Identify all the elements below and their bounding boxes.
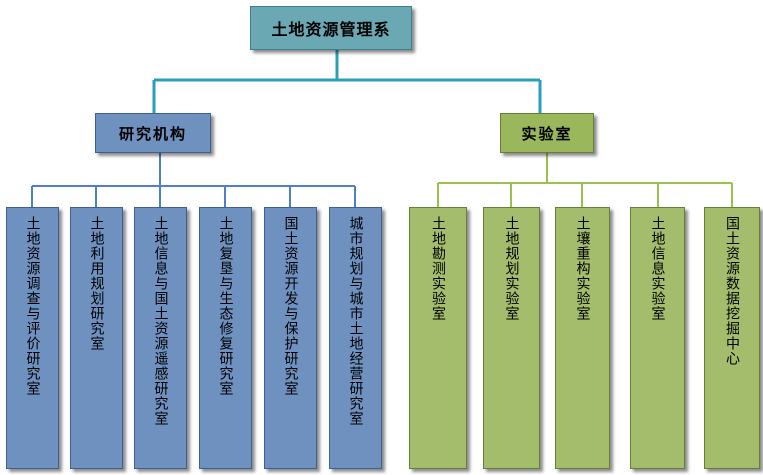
institute-node: 城市规划与城市土地经营研究室 bbox=[329, 207, 382, 469]
institute-label: 城市规划与城市土地经营研究室 bbox=[347, 216, 364, 426]
root-label: 土地资源管理系 bbox=[271, 20, 391, 39]
institute-label: 国土资源开发与保护研究室 bbox=[282, 216, 299, 396]
branch-label: 研究机构 bbox=[118, 124, 187, 143]
lab-node: 土地规划实验室 bbox=[483, 207, 540, 469]
institute-node: 土地资源调查与评价研究室 bbox=[6, 207, 59, 469]
lab-label: 土地规划实验室 bbox=[503, 216, 520, 321]
institute-label: 土地复垦与生态修复研究室 bbox=[217, 216, 234, 396]
root-connectors bbox=[152, 50, 542, 113]
institute-node: 土地信息与国土资源遥感研究室 bbox=[134, 207, 187, 469]
institute-label: 土地信息与国土资源遥感研究室 bbox=[152, 216, 169, 426]
branch-laboratories: 实验室 bbox=[500, 113, 594, 153]
institute-node: 土地复垦与生态修复研究室 bbox=[199, 207, 252, 469]
lab-label: 土地勘测实验室 bbox=[430, 216, 446, 321]
lab-node: 土地信息实验室 bbox=[630, 207, 685, 469]
institute-label: 土地资源调查与评价研究室 bbox=[24, 216, 41, 396]
lab-connectors bbox=[437, 153, 733, 207]
institute-node: 土地利用规划研究室 bbox=[70, 207, 123, 469]
branch-label: 实验室 bbox=[521, 124, 573, 143]
institute-connectors bbox=[31, 153, 356, 207]
lab-label: 土地信息实验室 bbox=[649, 216, 666, 321]
root-node: 土地资源管理系 bbox=[250, 6, 412, 50]
branch-research-institutes: 研究机构 bbox=[95, 113, 211, 153]
lab-node: 土壤重构实验室 bbox=[555, 207, 610, 469]
lab-label: 国土资源数据挖掘中心 bbox=[724, 216, 740, 366]
lab-node: 国土资源数据挖掘中心 bbox=[704, 207, 760, 469]
lab-label: 土壤重构实验室 bbox=[574, 216, 591, 321]
institute-node: 国土资源开发与保护研究室 bbox=[264, 207, 317, 469]
lab-node: 土地勘测实验室 bbox=[409, 207, 467, 469]
institute-label: 土地利用规划研究室 bbox=[88, 216, 105, 351]
